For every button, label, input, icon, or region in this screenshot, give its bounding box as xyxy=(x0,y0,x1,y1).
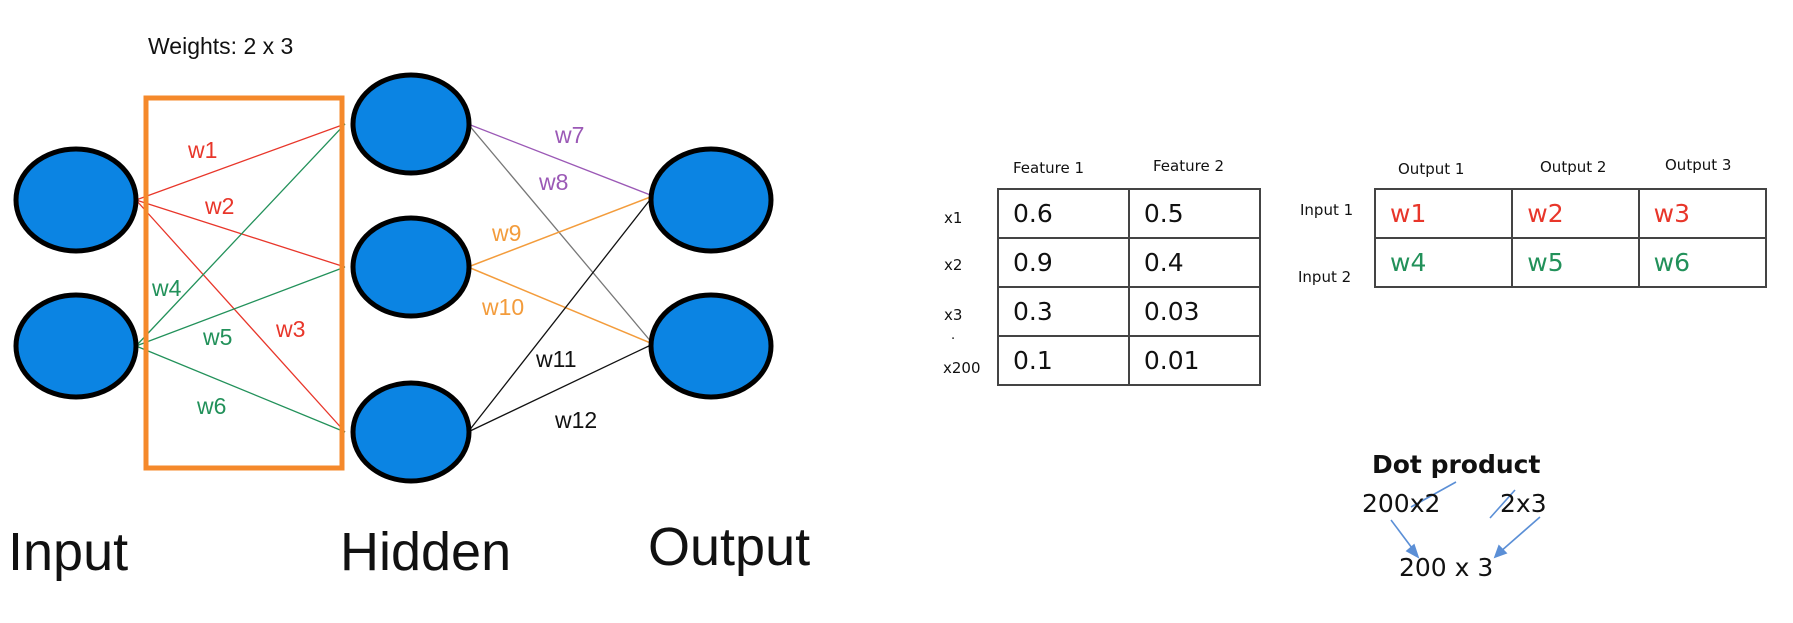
input-node-1 xyxy=(13,146,139,254)
table-row: 0.9 0.4 xyxy=(997,237,1262,288)
edge-w7 xyxy=(467,123,654,197)
layer-label-hidden: Hidden xyxy=(340,522,511,582)
weight-header-output-3: Output 3 xyxy=(1665,156,1732,174)
output-node-2 xyxy=(648,292,774,400)
edge-w5 xyxy=(135,266,346,347)
table-cell: 0.6 xyxy=(997,188,1130,239)
table-cell: w1 xyxy=(1373,188,1514,239)
feature-row-label-x2: x2 xyxy=(944,256,963,274)
table-cell: 0.01 xyxy=(1127,335,1262,386)
input-node-2 xyxy=(13,292,139,400)
table-cell: 0.5 xyxy=(1127,188,1262,239)
arrow-cross-left xyxy=(1410,481,1457,508)
table-cell: 0.03 xyxy=(1127,286,1262,337)
weight-header-output-1: Output 1 xyxy=(1398,160,1465,178)
weight-row-label-input-1: Input 1 xyxy=(1300,201,1354,219)
feature-table: 0.6 0.5 0.9 0.4 0.3 0.03 0.1 0.01 xyxy=(997,188,1262,386)
arrow-right-head xyxy=(1493,544,1508,559)
table-row: w1 w2 w3 xyxy=(1373,188,1768,239)
edge-w1 xyxy=(135,123,346,201)
weight-header-output-2: Output 2 xyxy=(1540,158,1607,176)
edge-w6 xyxy=(135,345,346,433)
dot-product-left-shape: 200x2 xyxy=(1362,489,1441,518)
arrow-cross-right xyxy=(1489,489,1516,519)
input-hidden-connections xyxy=(135,123,346,433)
layer-label-input: Input xyxy=(8,522,128,582)
arrow-right-to-result xyxy=(1499,516,1541,553)
dot-product-title: Dot product xyxy=(1372,450,1541,479)
table-row: 0.6 0.5 xyxy=(997,188,1262,239)
dot-product-right-shape: 2x3 xyxy=(1500,489,1547,518)
weight-label-w9: w9 xyxy=(491,220,521,246)
weight-label-w6: w6 xyxy=(196,393,226,419)
weight-label-w8: w8 xyxy=(538,169,568,195)
output-node-1 xyxy=(648,146,774,254)
edge-w2 xyxy=(135,199,346,268)
edge-w10 xyxy=(467,266,654,345)
dot-product-arrows xyxy=(1390,481,1541,559)
weight-label-w4: w4 xyxy=(151,275,182,301)
table-cell: w2 xyxy=(1511,188,1640,239)
table-row: 0.1 0.01 xyxy=(997,335,1262,386)
table-cell: w3 xyxy=(1637,188,1768,239)
edge-w3 xyxy=(135,199,346,433)
table-cell: w4 xyxy=(1373,237,1514,288)
weights-dimension-label: Weights: 2 x 3 xyxy=(148,33,293,59)
feature-row-label-x200: x200 xyxy=(943,359,981,377)
hidden-node-2 xyxy=(350,215,472,319)
edge-w8 xyxy=(467,123,654,345)
table-cell: 0.3 xyxy=(997,286,1130,337)
table-cell: 0.9 xyxy=(997,237,1130,288)
edge-w11 xyxy=(467,195,654,433)
feature-header-2: Feature 2 xyxy=(1153,157,1224,175)
edge-w9 xyxy=(467,195,654,268)
feature-row-label-x1: x1 xyxy=(944,209,963,227)
weight-labels: w1 w2 w3 w4 w5 w6 w7 w8 w9 w10 w11 w12 xyxy=(151,122,597,433)
weight-label-w3: w3 xyxy=(275,316,305,342)
feature-row-label-ellipsis: . xyxy=(951,328,956,343)
table-row: w4 w5 w6 xyxy=(1373,237,1768,288)
feature-row-label-x3: x3 xyxy=(944,306,963,324)
weight-label-w11: w11 xyxy=(535,346,577,372)
hidden-layer-nodes xyxy=(350,72,472,484)
table-cell: w6 xyxy=(1637,237,1768,288)
weight-label-w10: w10 xyxy=(481,294,524,320)
feature-header-1: Feature 1 xyxy=(1013,159,1084,177)
input-layer-nodes xyxy=(13,146,139,400)
weight-label-w7: w7 xyxy=(554,122,584,148)
output-layer-nodes xyxy=(648,146,774,400)
weight-label-w1: w1 xyxy=(187,137,217,163)
hidden-node-3 xyxy=(350,380,472,484)
edge-w4 xyxy=(135,123,346,347)
weight-label-w2: w2 xyxy=(204,193,234,219)
dot-product-result-shape: 200 x 3 xyxy=(1399,553,1494,582)
table-row: 0.3 0.03 xyxy=(997,286,1262,337)
hidden-output-connections xyxy=(467,123,654,433)
weight-matrix-table: w1 w2 w3 w4 w5 w6 xyxy=(1373,188,1768,288)
hidden-node-1 xyxy=(350,72,472,176)
weight-label-w12: w12 xyxy=(554,407,597,433)
table-cell: w5 xyxy=(1511,237,1640,288)
layer-label-output: Output xyxy=(648,517,810,577)
table-cell: 0.1 xyxy=(997,335,1130,386)
edge-w12 xyxy=(467,343,654,433)
weights-highlight-box xyxy=(143,95,345,471)
arrow-left-head xyxy=(1405,543,1420,559)
weight-label-w5: w5 xyxy=(202,324,232,350)
table-cell: 0.4 xyxy=(1127,237,1262,288)
weight-row-label-input-2: Input 2 xyxy=(1298,268,1352,286)
